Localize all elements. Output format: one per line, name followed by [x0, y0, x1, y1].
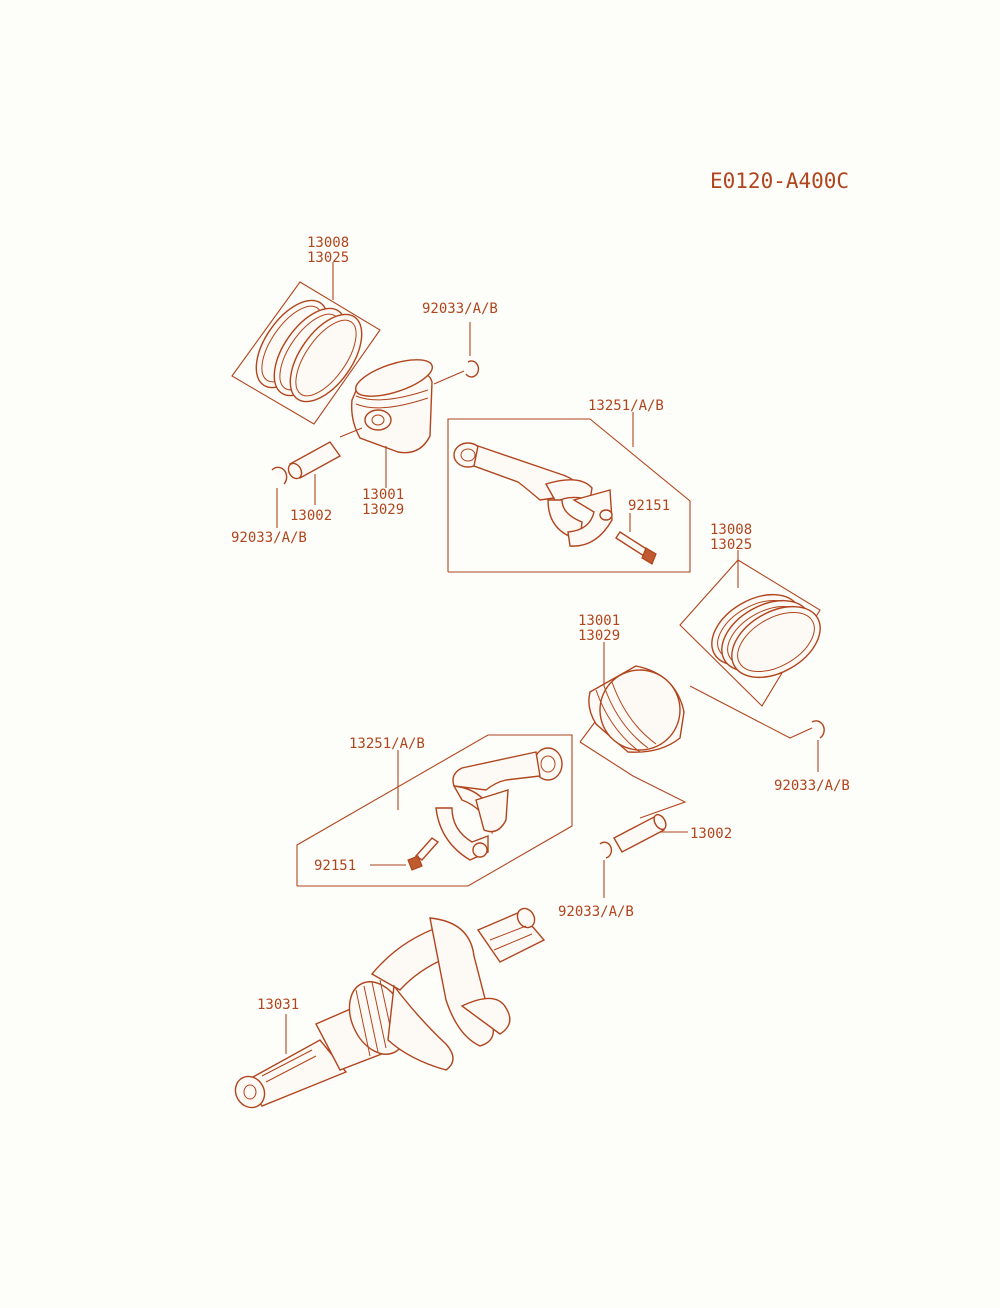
piston-pin-mid[interactable]	[613, 813, 668, 853]
label-conrod-top: 13251/A/B	[588, 398, 664, 414]
circlip-top-right[interactable]	[465, 360, 480, 378]
circlip-top-left[interactable]	[271, 466, 288, 485]
diagram-code: E0120-A400C	[710, 169, 849, 193]
piston-rings-top[interactable]	[231, 281, 381, 425]
circlip-mid-bottom[interactable]	[599, 841, 613, 859]
label-rings-mid-1: 13008	[710, 522, 752, 538]
label-bolt-top: 92151	[628, 498, 670, 514]
label-piston-top-2: 13029	[362, 502, 404, 518]
piston-mid[interactable]	[579, 659, 691, 762]
label-rings-top-1: 13008	[307, 235, 349, 251]
label-piston-top-1: 13001	[362, 487, 404, 503]
label-crankshaft: 13031	[257, 997, 299, 1013]
label-piston-mid-1: 13001	[578, 613, 620, 629]
connecting-rod-bottom[interactable]	[435, 747, 563, 861]
label-conrod-bottom: 13251/A/B	[349, 736, 425, 752]
label-bolt-bottom: 92151	[314, 858, 356, 874]
conrod-bolt-bottom[interactable]	[407, 837, 440, 871]
label-circlip-mid-right: 92033/A/B	[774, 778, 850, 794]
piston-pin-top[interactable]	[286, 441, 342, 481]
conrod-top-box	[447, 418, 691, 573]
crankshaft[interactable]	[230, 905, 546, 1113]
label-circlip-mid-bottom: 92033/A/B	[558, 904, 634, 920]
label-piston-mid-2: 13029	[578, 628, 620, 644]
label-circlip-top-left: 92033/A/B	[231, 530, 307, 546]
label-circlip-top-right: 92033/A/B	[422, 301, 498, 317]
conrod-bolt-top[interactable]	[615, 531, 657, 565]
conrod-bottom-box	[296, 734, 573, 887]
piston-top[interactable]	[350, 352, 437, 454]
piston-rings-mid[interactable]	[679, 559, 833, 707]
connecting-rod-top[interactable]	[453, 442, 613, 547]
label-rings-top-2: 13025	[307, 250, 349, 266]
label-pin-mid: 13002	[690, 826, 732, 842]
circlip-mid-right[interactable]	[811, 720, 825, 739]
label-pin-top: 13002	[290, 508, 332, 524]
label-rings-mid-2: 13025	[710, 537, 752, 553]
